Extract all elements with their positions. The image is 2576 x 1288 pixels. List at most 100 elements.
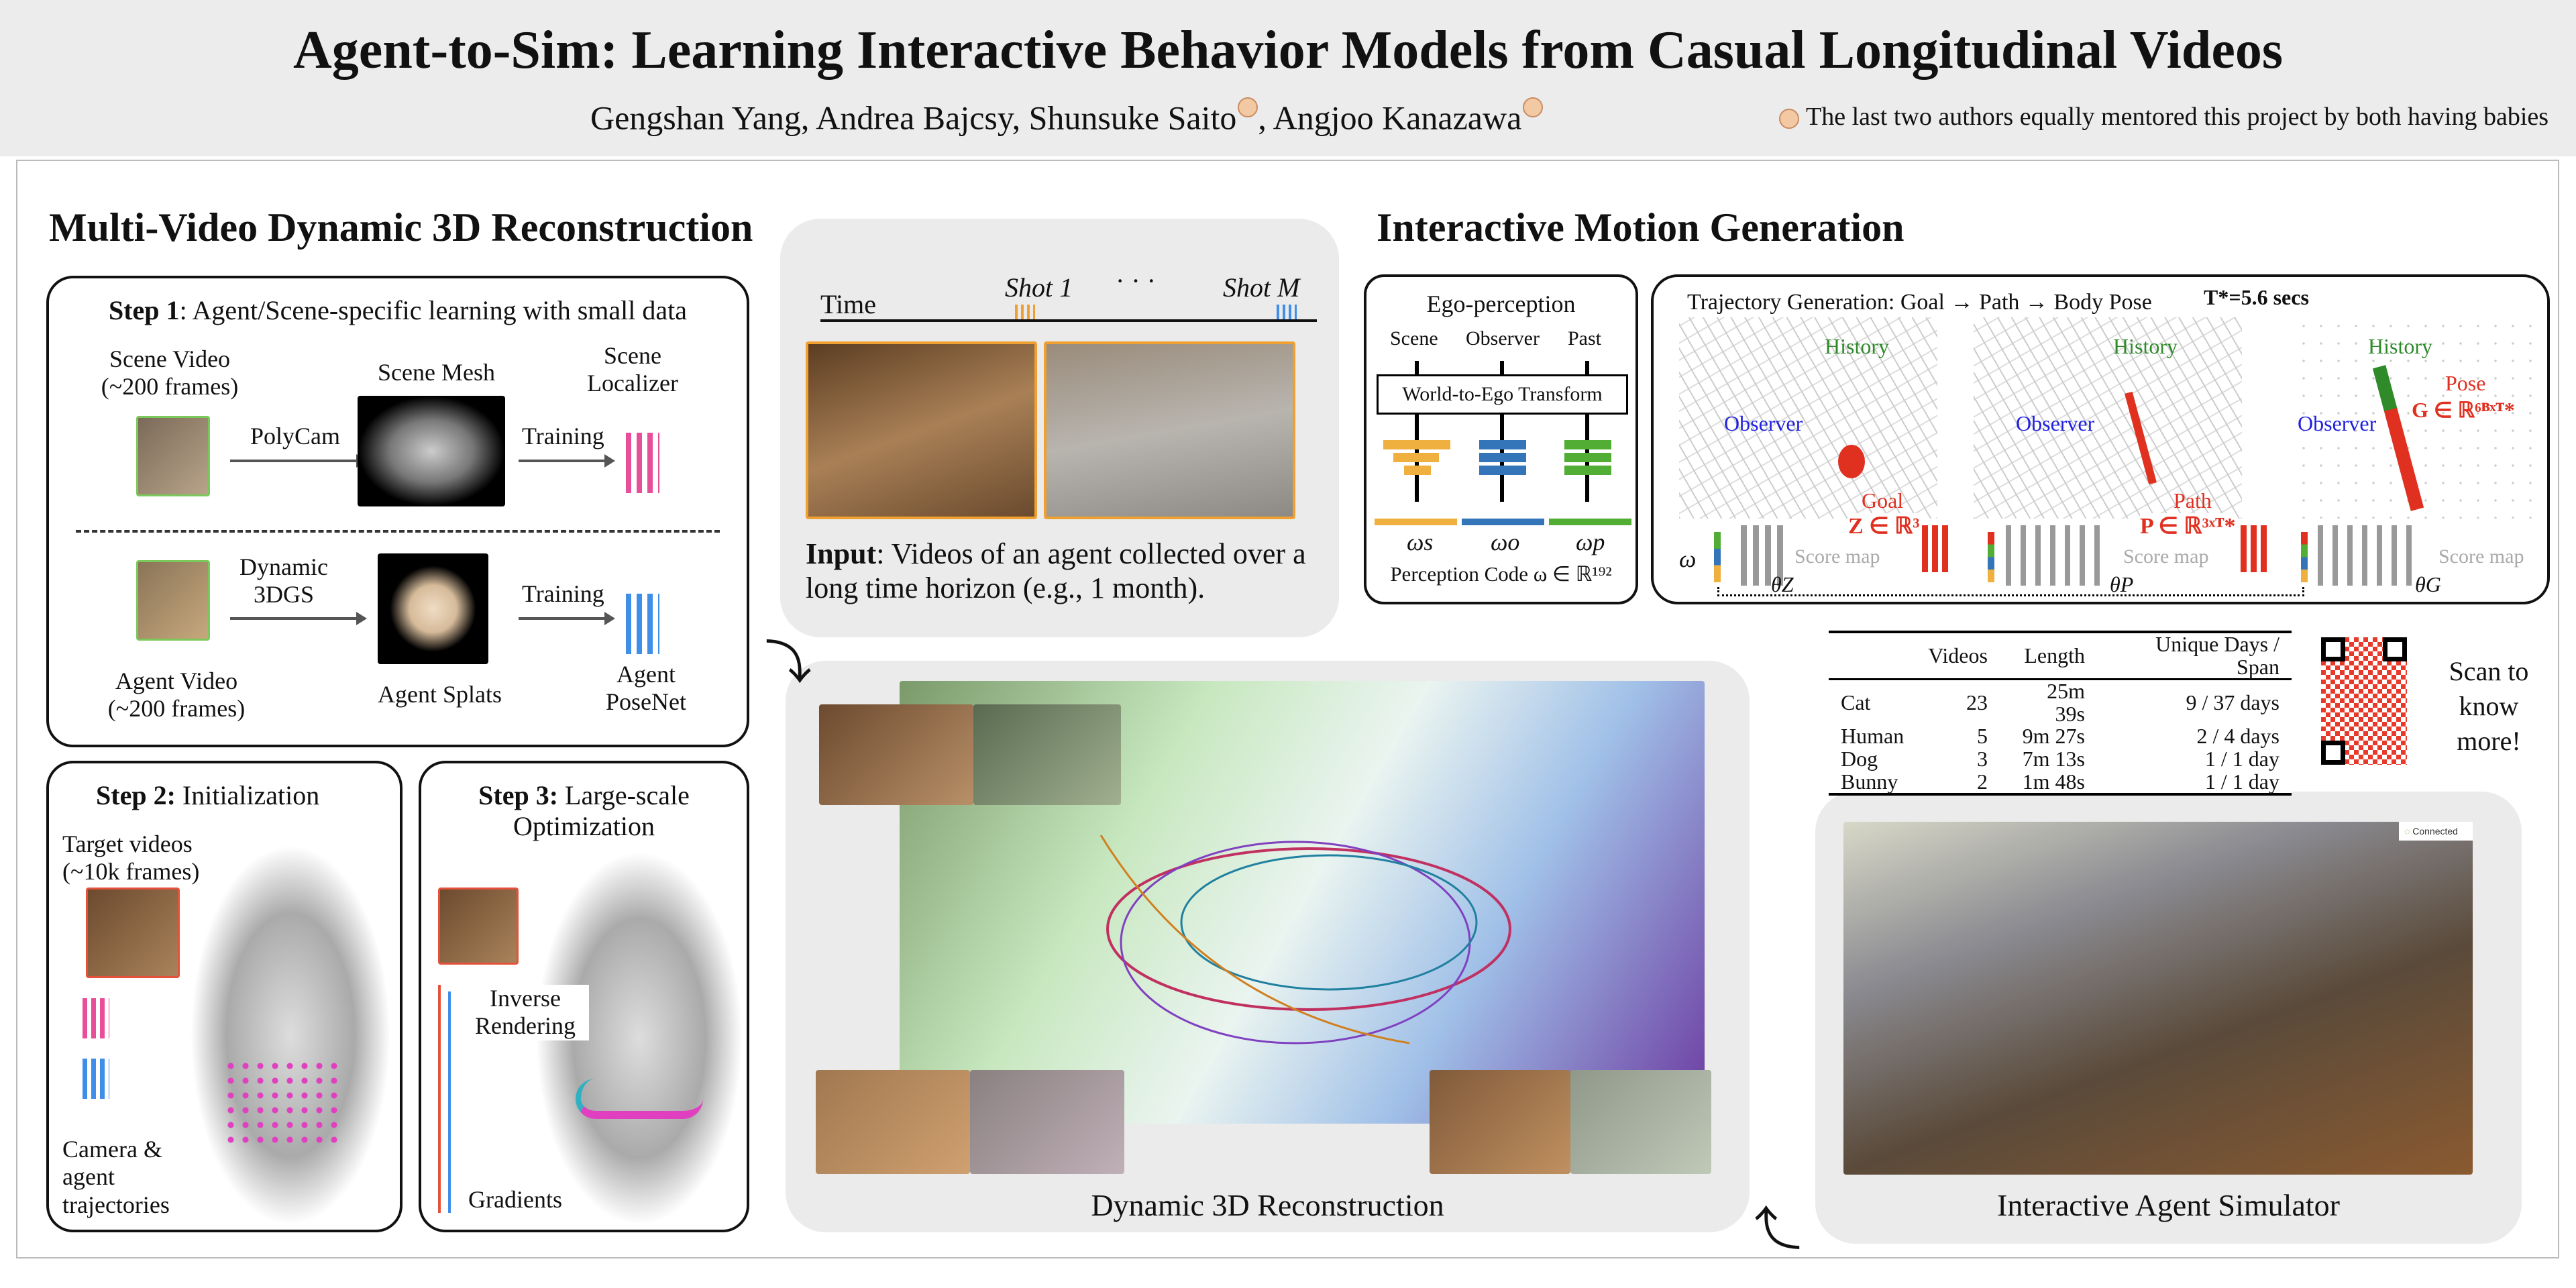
scene-code-bar [1375,519,1457,525]
omega-o-label: ωo [1491,529,1520,555]
goal-network-icon [1741,525,1788,586]
input-label: Input [806,537,877,570]
scene-feature-bar [1393,453,1439,462]
inv-1: Inverse [490,985,561,1012]
observer-label: Observer [2298,411,2377,435]
shot1-label: Shot 1 [1005,272,1073,303]
reconstruction-caption: Dynamic 3D Reconstruction [1091,1188,1444,1222]
dyn-1: Dynamic [239,553,328,580]
cell: 9 / 37 days [2186,690,2279,714]
cell: 7m 13s [2022,746,2085,771]
scene-feature-bar [1404,466,1431,475]
pose-network-icon [2318,525,2412,586]
agent-video-text: Agent Video [115,667,238,694]
scene-loc-1: Scene [604,342,661,369]
perception-code-icon [1714,532,1721,582]
omega-p-label: ωp [1576,529,1605,555]
column-header [1829,632,1916,680]
scan-1: Scan to [2449,656,2529,686]
scene-loc-2: Localizer [587,370,678,397]
agent-frames-text: (~200 frames) [107,695,246,722]
paper-title: Agent-to-Sim: Learning Interactive Behav… [293,21,2283,80]
path-equation: P ∈ ℝ³ˣᵀ* [2140,513,2236,540]
step1-title: Step 1: Agent/Scene-specific learning wi… [49,295,747,326]
posenet-1: Agent [616,661,676,688]
goal-equation: Z ∈ ℝ³ [1848,513,1920,540]
divider [76,530,720,533]
gradient-arrow-blue [448,991,451,1213]
cell: 1m 48s [2022,769,2085,794]
status-text: Connected [2412,826,2458,837]
scene-video-label: Scene Video(~200 frames) [96,345,244,401]
qr-finder [2321,741,2345,765]
header-band [0,0,2576,156]
history-label: History [2368,334,2432,358]
omega-s-label: ωs [1407,529,1434,555]
shot1-frame [806,341,1037,519]
past-feature-bar [1564,466,1611,475]
cell: Cat [1841,690,1871,714]
path-condition-icon [2241,525,2271,572]
score-map-label: Score map [2438,545,2524,568]
arrow-scene [1415,361,1419,502]
arrow-icon [230,454,367,468]
observer-feature-bar [1479,453,1526,462]
connection-status: ◌ Connected [2399,822,2473,841]
arrow-icon [230,612,367,625]
scene-frames-text: (~200 frames) [101,373,239,400]
author-note: The last two authors equally mentored th… [1778,102,2548,131]
column-header: Length [2024,643,2085,667]
scene-mesh-label: Scene Mesh [378,359,495,386]
timeline-axis [820,319,1317,322]
cell: 23 [1966,690,1988,714]
omega-label: ω [1679,545,1697,572]
scene-map-image [190,844,391,1226]
target-2: (~10k frames) [62,858,200,885]
step1-box: Step 1: Agent/Scene-specific learning wi… [46,276,749,747]
ego-perception-box: Ego-perception Scene Observer Past World… [1364,274,1638,604]
gradient-arrow-red [438,985,441,1213]
shotm-label: Shot M [1223,272,1300,303]
step2-text: Initialization [175,780,320,810]
trajectory-box: Trajectory Generation: Goal → Path → Bod… [1651,274,2550,604]
condition-code-icon [1988,532,1994,582]
video-thumbnail [819,704,973,805]
cell: Human [1841,724,1904,749]
history-label: History [2113,334,2178,358]
agent-splats-label: Agent Splats [378,681,502,708]
step3-text2: Optimization [513,811,655,841]
input-text: : Videos of an agent collected over a lo… [806,537,1306,604]
authors: Gengshan Yang, Andrea Bajcsy, [590,99,1029,137]
agent-trajectories [1099,835,1511,1044]
condition-code-icon [2301,532,2308,582]
shot1-marks [1015,305,1035,319]
time-label: Time [820,289,877,319]
goal-label: Goal [1862,488,1904,513]
score-map-label: Score map [1794,545,1880,568]
baby-icon [1523,97,1544,117]
author-list: Gengshan Yang, Andrea Bajcsy, Shunsuke S… [590,97,1544,138]
localizer-network-icon [83,998,109,1038]
goal-condition-icon [1922,525,1952,572]
arrow-observer [1500,361,1504,502]
video-thumbnail [1570,1070,1711,1174]
arrow-icon [519,612,615,625]
agent-video-label: Agent Video(~200 frames) [96,667,257,723]
simulator-view[interactable] [1843,822,2473,1175]
observer-label: Observer [1466,327,1540,350]
qr-code[interactable] [2321,637,2407,765]
arrow-past [1585,361,1589,502]
cell: 2 [1976,769,1988,794]
shotm-frame [1044,341,1295,519]
optimized-trajectory [576,1079,703,1119]
scene-label: Scene [1390,327,1438,350]
inv-2: Rendering [475,1012,576,1040]
posenet-network-icon [626,594,659,654]
baby-icon [1238,97,1258,117]
trajectory-title: Trajectory Generation: Goal → Path → Bod… [1687,289,2152,316]
pose-label: Pose [2445,371,2486,395]
